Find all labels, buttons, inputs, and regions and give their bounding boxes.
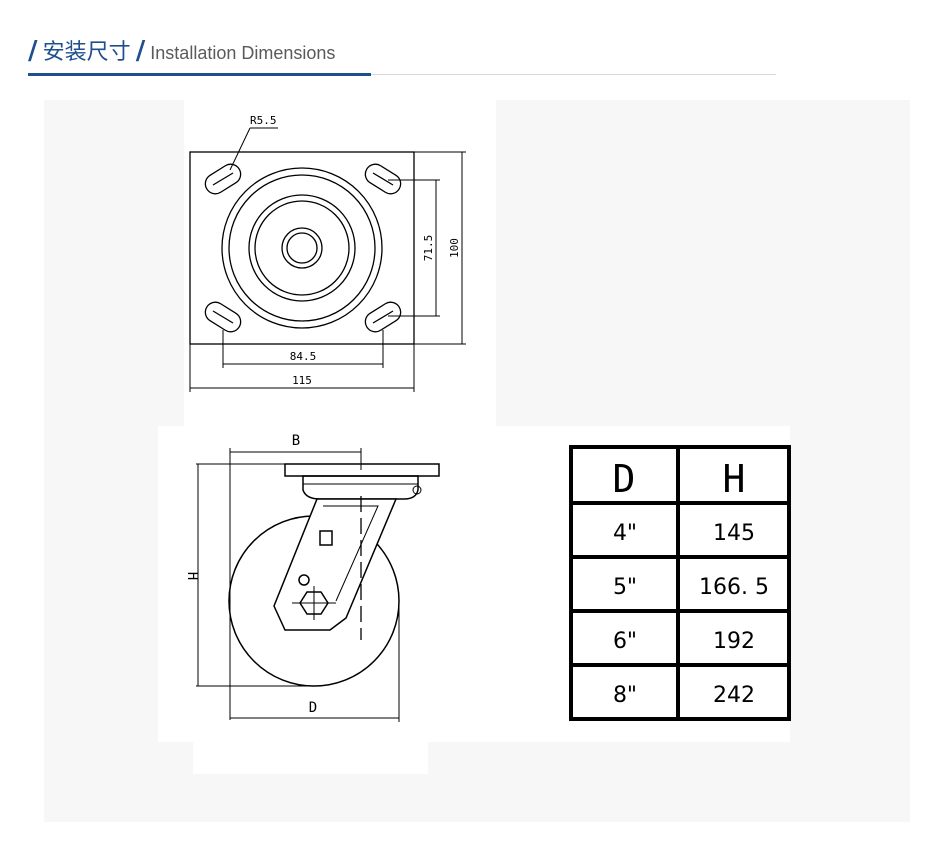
mounting-slot-top-right [364, 163, 402, 195]
header-slash-left: / [28, 36, 38, 66]
section-header: / 安装尺寸 / Installation Dimensions [28, 34, 336, 66]
table-cell: 5" [613, 575, 637, 600]
h-dimension-label: H [184, 572, 200, 580]
header-accent-bar [28, 73, 371, 76]
side-view-background-tail [193, 742, 428, 774]
outer-ring [221, 167, 383, 329]
size-table: D H 4" 145 5" 166. 5 6" 192 8" 242 [569, 445, 791, 721]
table-header-d: D [613, 457, 636, 501]
title-chinese: 安装尺寸 [42, 40, 131, 65]
table-cell: 4" [613, 521, 637, 546]
header-divider [28, 74, 776, 75]
caster-side-view [196, 448, 440, 722]
grease-fitting [298, 574, 310, 586]
title-english: Installation Dimensions [150, 43, 336, 63]
top-plate-view [189, 127, 466, 392]
hole-width-label: 84.5 [290, 350, 317, 363]
table-cell: 192 [713, 629, 755, 654]
mounting-slot-top-left [204, 163, 242, 195]
hole-height-label: 71.5 [422, 235, 435, 262]
b-dimension-label: B [292, 433, 300, 449]
d-dimension-label: D [309, 700, 317, 716]
table-cell: 8" [613, 683, 637, 708]
table-header-h: H [723, 457, 746, 501]
table-cell: 6" [613, 629, 637, 654]
swivel-bearing [302, 475, 419, 500]
top-view-background [184, 100, 496, 426]
mounting-slot-bottom-left [204, 301, 242, 333]
table-cell: 166. 5 [699, 575, 769, 600]
plate-width-label: 115 [292, 374, 312, 387]
middle-ring [248, 194, 356, 302]
radius-label: R5.5 [250, 114, 277, 127]
fork-window [319, 530, 333, 546]
header-slash-right: / [135, 36, 146, 66]
mounting-slot-bottom-right [364, 301, 402, 333]
table-cell: 242 [713, 683, 755, 708]
plate-height-label: 100 [448, 238, 461, 258]
mounting-plate-outline [189, 151, 415, 345]
center-hole [281, 227, 323, 269]
table-cell: 145 [713, 521, 755, 546]
